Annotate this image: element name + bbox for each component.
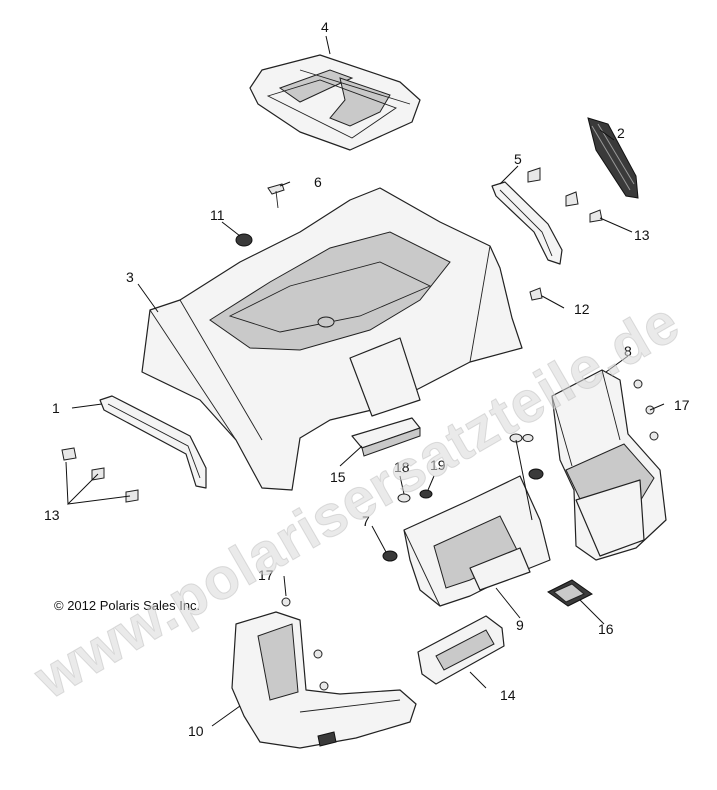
callout-17-lower: 17: [258, 567, 274, 583]
callout-19: 19: [430, 457, 446, 473]
callout-14: 15: [330, 469, 346, 485]
callout-9: 9: [516, 617, 524, 633]
part-3-cargo-box: [141, 187, 523, 491]
callout-8: 8: [624, 343, 632, 359]
part-13-fasteners-right: [527, 167, 603, 223]
part-8-storage-bin: [551, 369, 667, 561]
part-15-cover-plate: [417, 615, 505, 685]
part-13-fasteners-left: [61, 447, 139, 503]
callout-11: 11: [210, 207, 225, 223]
part-6-bolt: [267, 183, 285, 209]
callout-18: 18: [394, 459, 410, 475]
callout-2: 2: [617, 125, 625, 141]
callout-4: 4: [321, 19, 329, 35]
part-4-cover: [249, 54, 421, 151]
part-9-washers: [509, 433, 544, 480]
callout-6: 6: [314, 174, 322, 190]
part-10-lower-bin: [231, 611, 417, 749]
part-17-fasteners-upper: [633, 379, 659, 441]
callout-labels: 4 2 5 6 11 13 3 12 8 1 17 18 19 15 13 7 …: [44, 19, 690, 739]
callout-10: 10: [188, 723, 204, 739]
callout-3: 3: [126, 269, 134, 285]
callout-17-upper: 17: [674, 397, 690, 413]
callout-13-right: 13: [634, 227, 650, 243]
part-5-trim: [491, 181, 563, 265]
part-17-fasteners-lower: [281, 597, 329, 691]
callout-5: 5: [514, 151, 522, 167]
callout-1: 1: [52, 400, 60, 416]
callout-12: 12: [574, 301, 590, 317]
callout-13-left: 13: [44, 507, 60, 523]
part-19-nut: [419, 489, 433, 499]
part-9-bracket: [403, 475, 551, 607]
part-1-trim: [99, 395, 207, 489]
part-2-grille: [587, 117, 639, 199]
part-14-pad: [351, 417, 421, 457]
callout-15: 14: [500, 687, 516, 703]
part-7-grommet: [382, 550, 398, 562]
callout-7: 7: [362, 513, 370, 529]
leader-lines: [65, 35, 665, 727]
part-12-screw: [529, 287, 543, 301]
copyright-notice: © 2012 Polaris Sales Inc.: [54, 598, 200, 613]
part-16-switch: [547, 579, 593, 607]
part-11-plug: [235, 233, 253, 247]
callout-16: 16: [598, 621, 614, 637]
